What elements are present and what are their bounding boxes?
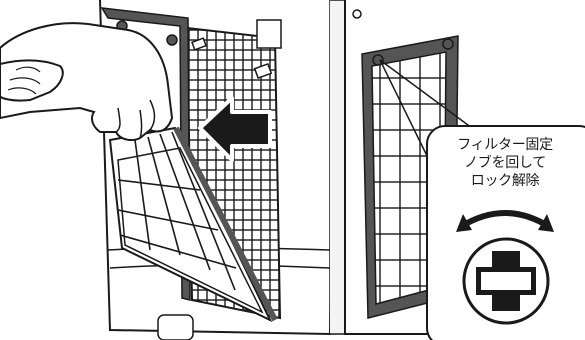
fixing-knob-icon[interactable] (443, 39, 453, 49)
callout-line-2: ノブを回して (432, 154, 578, 172)
callout-line-1: フィルター固定 (432, 136, 578, 154)
fixing-knob-icon[interactable] (167, 35, 177, 45)
callout-label: フィルター固定 ノブを回して ロック解除 (432, 136, 578, 190)
hand-illustration (0, 23, 172, 140)
callout-line-3: ロック解除 (432, 172, 578, 190)
cross-knob-icon (464, 239, 548, 323)
